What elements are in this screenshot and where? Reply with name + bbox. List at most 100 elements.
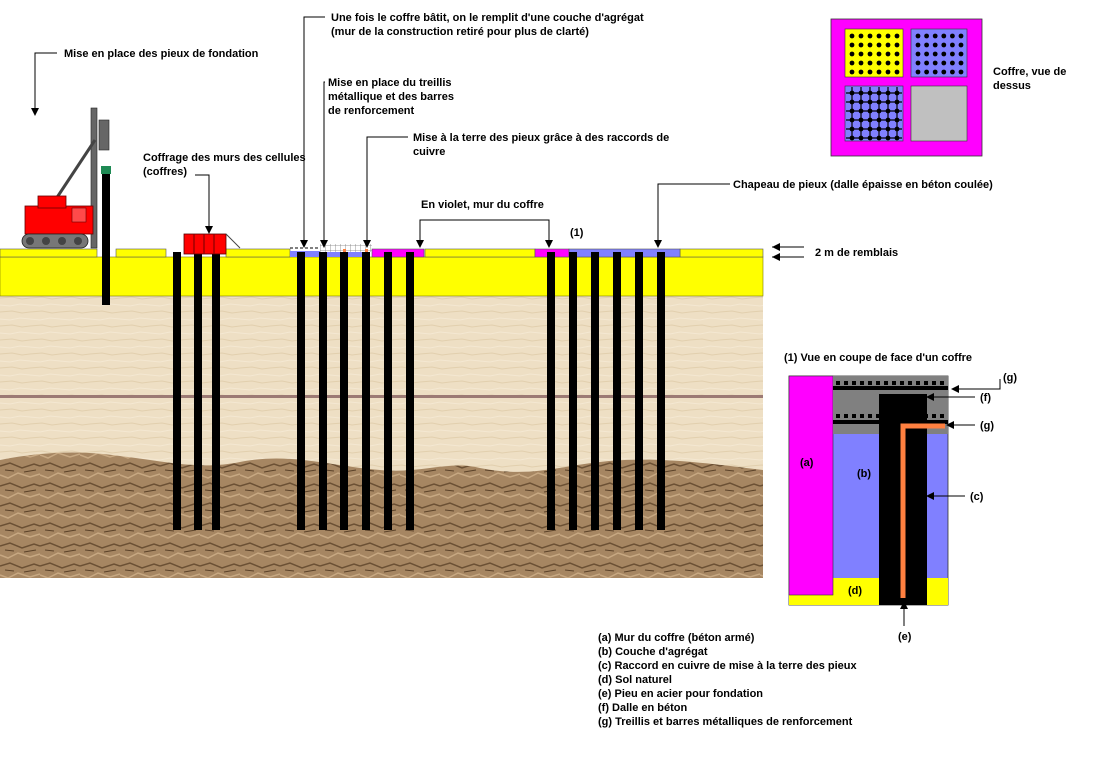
legend-item-a: (a) Mur du coffre (béton armé)	[598, 632, 755, 644]
label-rebar-3: de renforcement	[328, 105, 415, 117]
pile-dot	[915, 51, 921, 57]
section-rebar-top	[833, 386, 948, 390]
top-view-cell-grey	[910, 85, 968, 142]
label-section-title: (1) Vue en coupe de face d'un coffre	[784, 352, 972, 364]
pile-dot	[849, 33, 855, 39]
pile-dot	[950, 60, 955, 66]
pile-dot	[858, 42, 864, 48]
rebar-dot	[860, 381, 864, 385]
pile	[635, 252, 643, 530]
backfill-surface-strip	[115, 248, 167, 258]
rebar-dot	[868, 414, 872, 418]
pile-dot	[867, 33, 873, 39]
caisson-top-view	[830, 18, 983, 157]
piling-rig	[21, 107, 111, 249]
rebar-dot	[884, 381, 888, 385]
pile	[362, 252, 370, 530]
label-rebar-1: Mise en place du treillis	[328, 77, 452, 89]
rebar-dot	[932, 414, 936, 418]
pile-dot	[941, 42, 947, 48]
pile-dot	[950, 69, 955, 75]
pile-dot	[849, 69, 855, 75]
pile-dot	[849, 42, 855, 48]
pile-dot	[885, 33, 891, 39]
pile	[569, 252, 577, 530]
label-pile-placement: Mise en place des pieux de fondation	[64, 48, 259, 60]
rebar-dot	[924, 381, 928, 385]
tag-e: (e)	[898, 631, 912, 643]
pile-dot	[876, 51, 882, 57]
pile	[212, 252, 220, 530]
pile-dot	[885, 60, 891, 66]
pile	[173, 252, 181, 530]
pile-dot	[924, 51, 929, 57]
label-violet-wall: En violet, mur du coffre	[421, 199, 544, 211]
formwork-cells	[183, 233, 241, 255]
pile-dot	[894, 33, 900, 39]
label-pile-cap: Chapeau de pieux (dalle épaisse en béton…	[733, 179, 993, 191]
tag-c: (c)	[970, 491, 984, 503]
pile-dot	[941, 33, 947, 39]
pile	[547, 252, 555, 530]
pile-dot	[924, 60, 929, 66]
tag-d: (d)	[848, 585, 862, 597]
pile-dot	[849, 51, 855, 57]
label-backfill: 2 m de remblais	[815, 247, 898, 259]
pile-dot	[941, 69, 947, 75]
rebar-dot	[860, 414, 864, 418]
pile-dot	[876, 42, 882, 48]
pile-dot	[941, 51, 947, 57]
rebar-dot	[916, 381, 920, 385]
legend: (a) Mur du coffre (béton armé) (b) Couch…	[598, 631, 857, 729]
pile-being-driven	[102, 172, 110, 305]
pile-dot	[932, 60, 938, 66]
rig-window	[71, 207, 87, 223]
top-view-cell-blue	[910, 28, 968, 78]
pile-dot	[924, 69, 929, 75]
pile-dot	[958, 51, 964, 57]
legend-item-c: (c) Raccord en cuivre de mise à la terre…	[598, 660, 857, 672]
pile-dot	[876, 60, 882, 66]
legend-item-b: (b) Couche d'agrégat	[598, 646, 708, 658]
rig-mast	[90, 107, 98, 249]
rig-hammer	[98, 119, 110, 151]
rebar-dot	[892, 381, 896, 385]
label-top-view-2: dessus	[993, 80, 1031, 92]
pile-dot	[932, 33, 938, 39]
label-rebar-2: métallique et des barres	[328, 91, 454, 103]
label-grounding-1: Mise à la terre des pieux grâce à des ra…	[413, 132, 669, 144]
leader-pile-placement	[34, 52, 57, 112]
rig-track	[21, 233, 89, 249]
label-fill-aggregate-2: (mur de la construction retiré pour plus…	[331, 26, 589, 38]
leader-violet-wall	[419, 219, 550, 244]
pile-dot	[958, 42, 964, 48]
rebar-dot	[836, 381, 840, 385]
tag-g-top: (g)	[1003, 372, 1017, 384]
pile-dot	[950, 51, 955, 57]
pile	[384, 252, 392, 530]
leader-formwork	[195, 174, 210, 230]
pile-dot	[915, 69, 921, 75]
tag-f: (f)	[980, 392, 991, 404]
pile-dot	[924, 33, 929, 39]
pile-dot	[885, 51, 891, 57]
section-view	[788, 375, 949, 606]
pile-dot	[915, 42, 921, 48]
pile-dot	[876, 33, 882, 39]
pile-dot	[894, 51, 900, 57]
rebar-mesh-lines	[846, 87, 902, 140]
backfill-surface-strip	[0, 248, 98, 258]
pile-dot	[950, 33, 955, 39]
leader-pile-cap	[657, 183, 730, 244]
legend-item-g: (g) Treillis et barres métalliques de re…	[598, 716, 853, 728]
pile-dot	[958, 69, 964, 75]
leader-fill-aggregate	[303, 16, 325, 244]
backfill-surface-strip	[225, 248, 291, 258]
legend-item-d: (d) Sol naturel	[598, 674, 672, 686]
pile-dot	[858, 51, 864, 57]
pile	[297, 252, 305, 530]
label-grounding-2: cuivre	[413, 146, 445, 158]
rebar-dot	[876, 414, 880, 418]
piles	[102, 172, 665, 530]
